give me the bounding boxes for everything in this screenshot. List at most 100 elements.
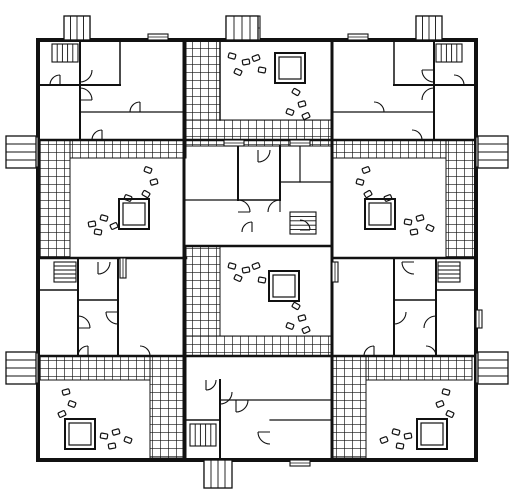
door-swing-icon — [129, 101, 141, 113]
door-swing-icon — [49, 74, 61, 86]
door-swing-icon — [401, 261, 415, 275]
stepping-stones-icon — [241, 266, 251, 274]
door-swing-icon — [421, 69, 435, 83]
stepping-stones-icon — [233, 274, 243, 282]
door-swing-icon — [411, 129, 423, 141]
stepping-stones-icon — [61, 388, 71, 396]
square-planter-icon — [368, 202, 392, 226]
stepping-stones-icon — [301, 326, 311, 334]
door-swing-icon — [393, 311, 407, 325]
door-swing-icon — [219, 391, 233, 405]
outer-wall — [36, 38, 478, 462]
stepping-stones-icon — [395, 442, 405, 450]
stepping-stones-icon — [109, 222, 119, 230]
stepping-stones-icon — [143, 166, 153, 174]
stepping-stones-icon — [297, 100, 307, 108]
tiled-courtyard-paving — [331, 355, 367, 459]
stepping-stones-icon — [233, 68, 243, 76]
stepping-stones-icon — [123, 194, 133, 202]
door-swing-icon — [79, 69, 93, 83]
door-swing-icon — [237, 199, 251, 213]
stepping-stones-icon — [441, 388, 451, 396]
door-swing-icon — [373, 101, 385, 113]
stepping-stones-icon — [361, 166, 371, 174]
stepping-stones-icon — [415, 214, 425, 222]
stepping-stones-icon — [93, 228, 103, 236]
door-swing-icon — [423, 315, 437, 329]
door-swing-icon — [91, 129, 103, 141]
square-planter-icon — [420, 422, 444, 446]
stepping-stones-icon — [141, 189, 151, 199]
stepping-stones-icon — [87, 220, 97, 228]
tiled-courtyard-paving — [185, 335, 333, 357]
door-swing-icon — [77, 315, 91, 329]
stair-icon — [437, 261, 461, 283]
door-swing-icon — [425, 345, 437, 357]
stepping-stones-icon — [99, 214, 109, 222]
square-planter-icon — [118, 198, 150, 230]
stair-icon — [435, 43, 463, 63]
details-layer — [5, 15, 509, 489]
stepping-stones-icon — [251, 262, 261, 270]
door-swing-icon — [257, 149, 271, 163]
walls-layer — [36, 38, 478, 462]
tiled-courtyard-paving — [39, 139, 71, 259]
stepping-stones-icon — [403, 218, 413, 226]
door-swing-icon — [421, 87, 435, 101]
stepping-stones-icon — [241, 58, 251, 66]
stair-icon — [51, 43, 79, 63]
stepping-stones-icon — [57, 410, 67, 418]
stepping-stones-icon — [435, 400, 445, 408]
stepping-stones-icon — [111, 428, 121, 436]
door-swing-icon — [77, 345, 89, 357]
square-planter-icon — [268, 270, 300, 302]
door-swing-icon — [97, 261, 111, 275]
door-swing-icon — [363, 345, 375, 357]
square-planter-icon — [272, 274, 296, 298]
door-swing-icon — [79, 87, 93, 101]
stepping-stones-icon — [251, 54, 261, 62]
stepping-stones-icon — [291, 301, 301, 311]
stepping-stones-icon — [257, 276, 267, 284]
stepping-stones-icon — [379, 436, 389, 444]
square-planter-icon — [64, 418, 96, 450]
stepping-stones-icon — [99, 432, 109, 440]
stepping-stones-icon — [291, 87, 301, 97]
stepping-stones-icon — [409, 228, 419, 236]
stepping-stones-icon — [301, 112, 311, 120]
square-planter-icon — [278, 56, 302, 80]
stair-icon — [53, 261, 77, 283]
stepping-stones-icon — [363, 189, 373, 199]
tiled-courtyard-paving — [445, 139, 477, 259]
door-swing-icon — [453, 74, 465, 86]
stepping-stones-icon — [149, 178, 159, 186]
tiled-courtyard-paving — [149, 355, 187, 459]
stepping-stones-icon — [257, 66, 267, 74]
stepping-stones-icon — [403, 432, 413, 440]
square-planter-icon — [68, 422, 92, 446]
door-swing-icon — [257, 431, 271, 445]
square-planter-icon — [274, 52, 306, 84]
stepping-stones-icon — [227, 262, 237, 270]
paving-layer — [39, 39, 477, 459]
stepping-stones-icon — [383, 194, 393, 202]
stepping-stones-icon — [123, 436, 133, 444]
door-swing-icon — [205, 379, 217, 391]
stair-icon — [289, 211, 317, 235]
door-swing-icon — [241, 221, 253, 233]
stepping-stones-icon — [297, 314, 307, 322]
square-planter-icon — [122, 202, 146, 226]
stepping-stones-icon — [67, 400, 77, 408]
square-planter-icon — [416, 418, 448, 450]
door-swing-icon — [267, 199, 281, 213]
stepping-stones-icon — [285, 108, 295, 116]
stepping-stones-icon — [425, 224, 435, 232]
stepping-stones-icon — [445, 410, 455, 418]
stepping-stones-icon — [355, 178, 365, 186]
square-planter-icon — [364, 198, 396, 230]
stepping-stones-icon — [285, 322, 295, 330]
door-swing-icon — [105, 311, 119, 325]
stepping-stones-icon — [107, 442, 117, 450]
